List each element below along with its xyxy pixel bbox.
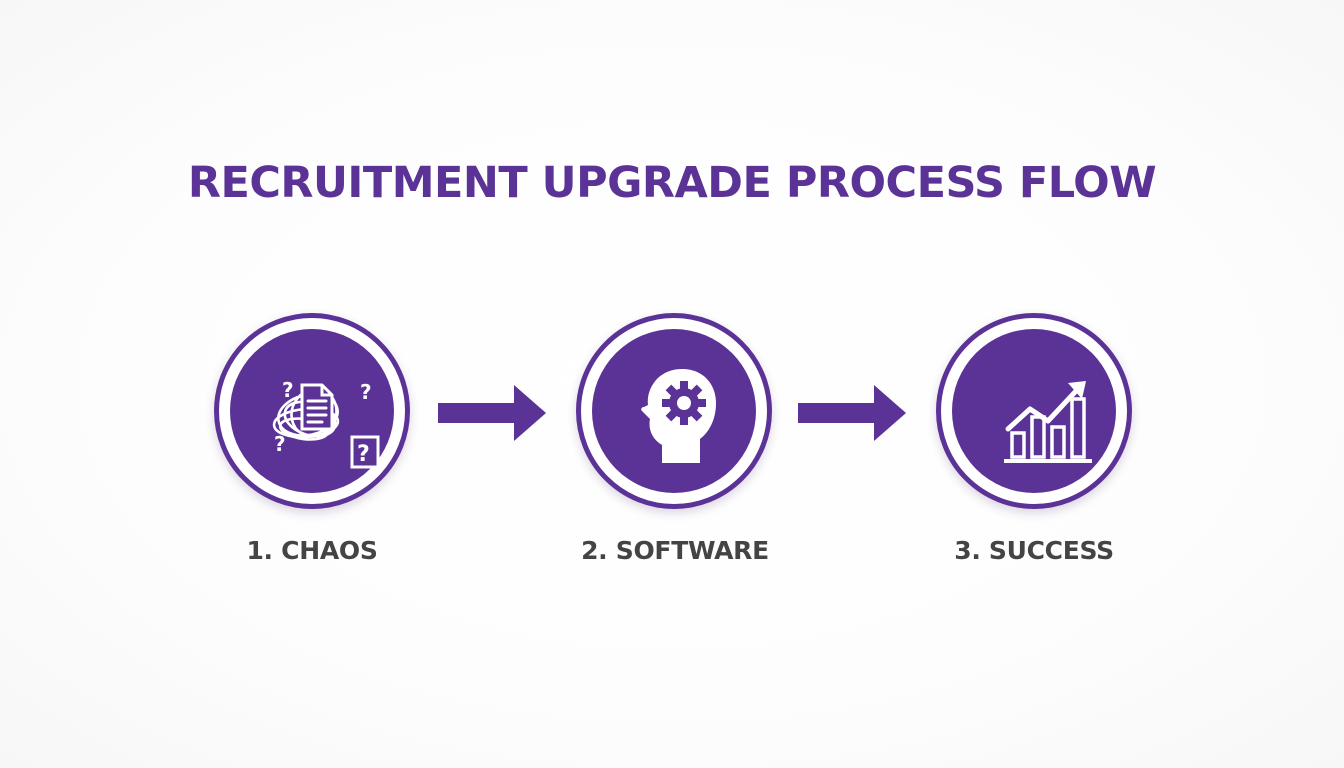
svg-text:?: ? <box>360 380 372 404</box>
step-disc: ? ? ? ? <box>230 329 394 493</box>
step-disc <box>592 329 756 493</box>
step-ring <box>576 313 772 509</box>
arrow-right-icon <box>438 385 546 441</box>
step-software <box>576 313 772 509</box>
arrow-right-icon <box>798 385 906 441</box>
step-label-software: 2. SOFTWARE <box>581 536 769 565</box>
step-label-success: 3. SUCCESS <box>954 536 1114 565</box>
diagram-title: RECRUITMENT UPGRADE PROCESS FLOW <box>187 158 1157 208</box>
svg-text:?: ? <box>357 442 370 467</box>
step-ring <box>214 313 410 509</box>
step-disc <box>952 329 1116 493</box>
tangled-documents-question-icon: ? ? ? ? <box>272 378 380 469</box>
step-chaos: ? ? ? ? <box>214 313 410 509</box>
svg-text:?: ? <box>282 378 294 402</box>
svg-text:?: ? <box>274 432 286 456</box>
head-gear-icon <box>641 369 716 463</box>
step-success <box>936 313 1132 509</box>
growth-chart-icon <box>1004 381 1092 463</box>
step-ring <box>936 313 1132 509</box>
step-label-chaos: 1. CHAOS <box>246 536 378 565</box>
